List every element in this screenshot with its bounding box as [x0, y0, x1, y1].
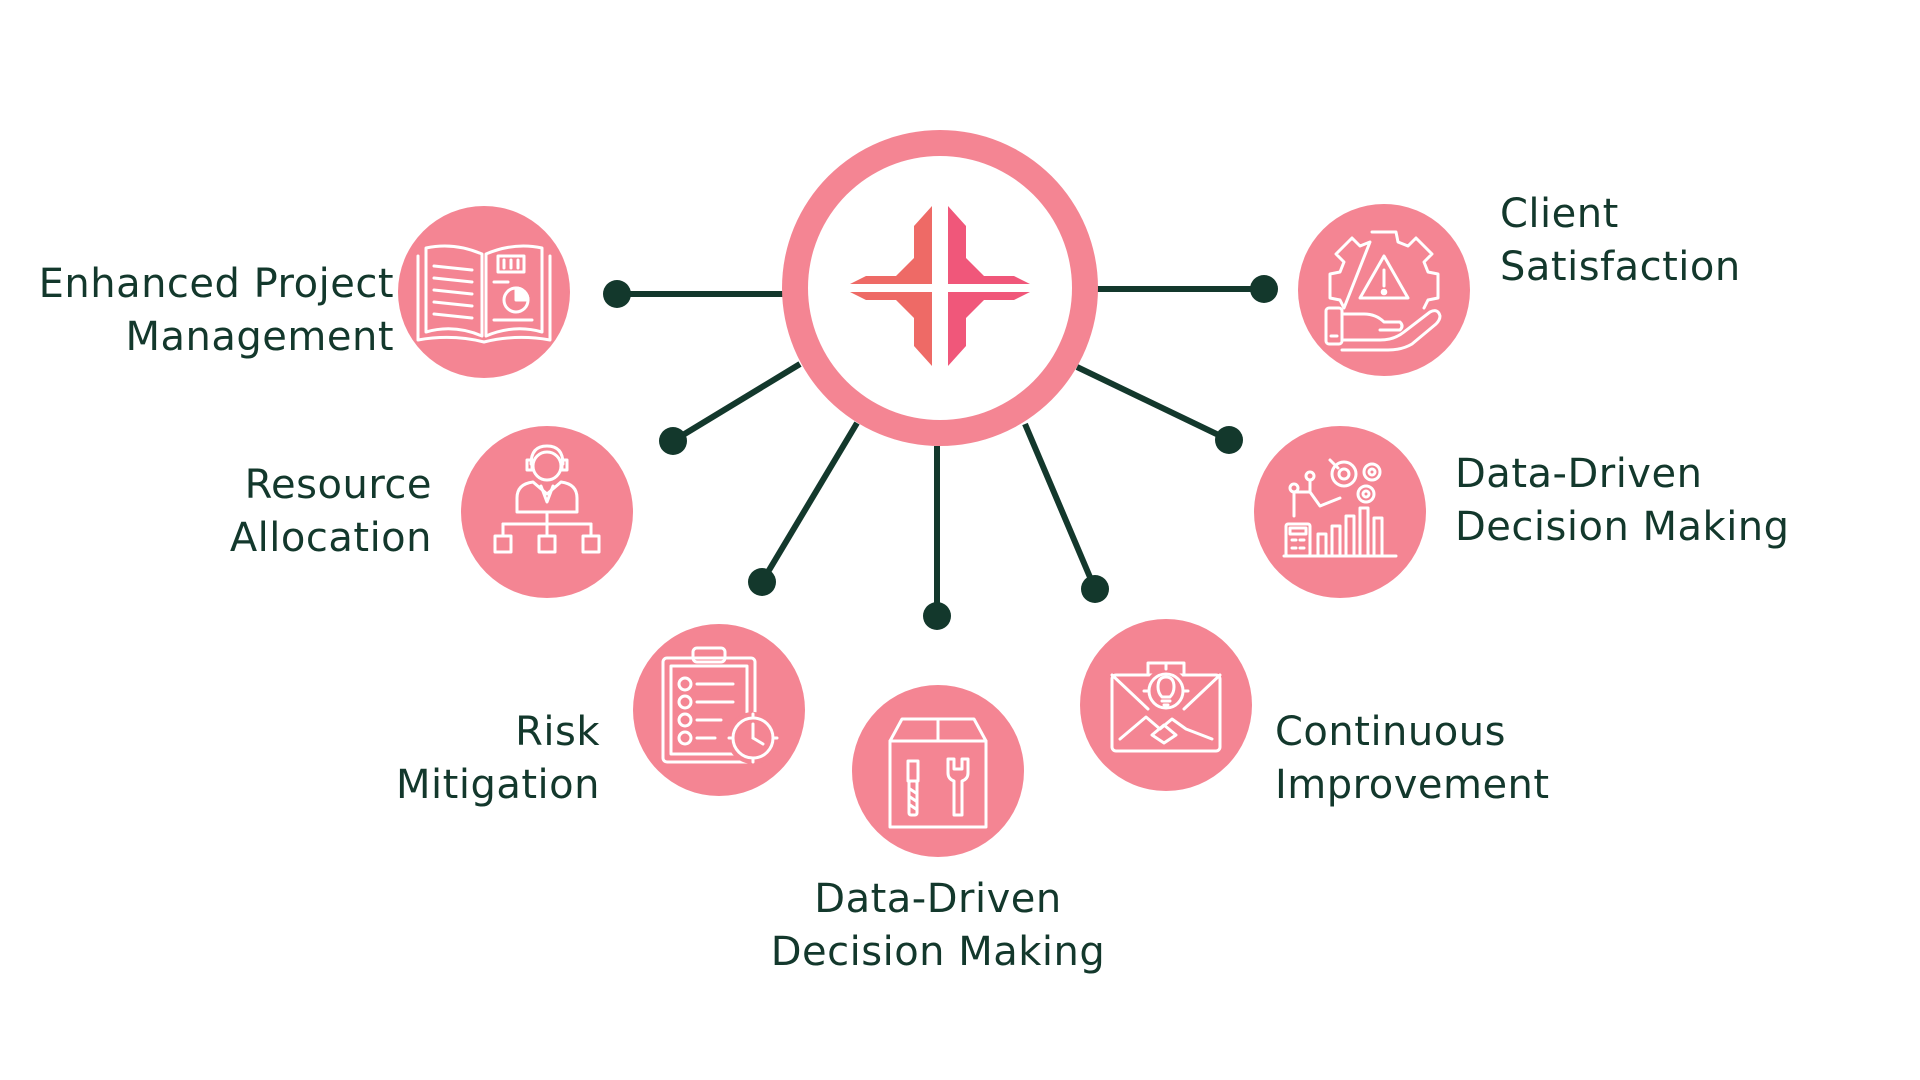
label-line: Data-Driven — [814, 876, 1062, 922]
connector-group — [603, 275, 1278, 630]
brand-logo-icon — [850, 206, 1030, 366]
label-line: Resource — [244, 462, 432, 508]
hub-inner — [808, 156, 1072, 420]
connector-data-driven-right — [1075, 364, 1243, 454]
briefcase-gear-bulb-icon — [1110, 661, 1222, 753]
connector-risk-mitigation — [748, 421, 860, 596]
label-line: Improvement — [1275, 762, 1550, 808]
label-data-driven-decision-making-bottom: Data-Driven Decision Making — [738, 873, 1138, 979]
connector-resource-allocation — [659, 361, 802, 455]
node-client-satisfaction — [1298, 204, 1470, 376]
connector-enhanced-project-management — [603, 280, 784, 308]
node-data-driven-decision-making-right — [1254, 426, 1426, 598]
label-enhanced-project-management: Enhanced Project Management — [39, 258, 394, 364]
node-circle — [1254, 426, 1426, 598]
label-line: Client — [1500, 191, 1619, 237]
node-data-driven-decision-making-bottom — [852, 685, 1024, 857]
label-line: Satisfaction — [1500, 244, 1741, 290]
node-circle — [852, 685, 1024, 857]
org-person-icon — [493, 444, 601, 554]
label-risk-mitigation: Risk Mitigation — [396, 706, 600, 812]
label-line: Risk — [515, 709, 600, 755]
label-line: Management — [125, 314, 394, 360]
label-continuous-improvement: Continuous Improvement — [1275, 706, 1550, 812]
connector-continuous-improvement — [1022, 422, 1109, 603]
analytics-dashboard-icon — [1282, 458, 1398, 558]
label-resource-allocation: Resource Allocation — [230, 459, 432, 565]
label-line: Decision Making — [770, 929, 1106, 975]
gear-warning-hand-icon — [1324, 230, 1442, 352]
clipboard-checklist-clock-icon — [661, 646, 779, 764]
node-continuous-improvement — [1080, 619, 1252, 791]
node-risk-mitigation — [633, 624, 805, 796]
label-line: Data-Driven — [1455, 451, 1703, 497]
connector-data-driven-bottom — [923, 446, 951, 630]
toolbox-tools-icon — [888, 717, 988, 829]
label-line: Mitigation — [396, 762, 600, 808]
hub — [782, 130, 1098, 446]
connector-client-satisfaction — [1096, 275, 1278, 303]
label-client-satisfaction: Client Satisfaction — [1500, 188, 1741, 294]
label-line: Enhanced Project — [38, 261, 394, 307]
open-book-chart-icon — [416, 244, 552, 344]
node-enhanced-project-management — [398, 206, 570, 378]
label-data-driven-decision-making-right: Data-Driven Decision Making — [1455, 448, 1790, 554]
label-line: Allocation — [229, 515, 432, 561]
node-resource-allocation — [461, 426, 633, 598]
label-line: Continuous — [1275, 709, 1506, 755]
node-circle — [398, 206, 570, 378]
node-circle — [633, 624, 805, 796]
label-line: Decision Making — [1455, 504, 1790, 550]
